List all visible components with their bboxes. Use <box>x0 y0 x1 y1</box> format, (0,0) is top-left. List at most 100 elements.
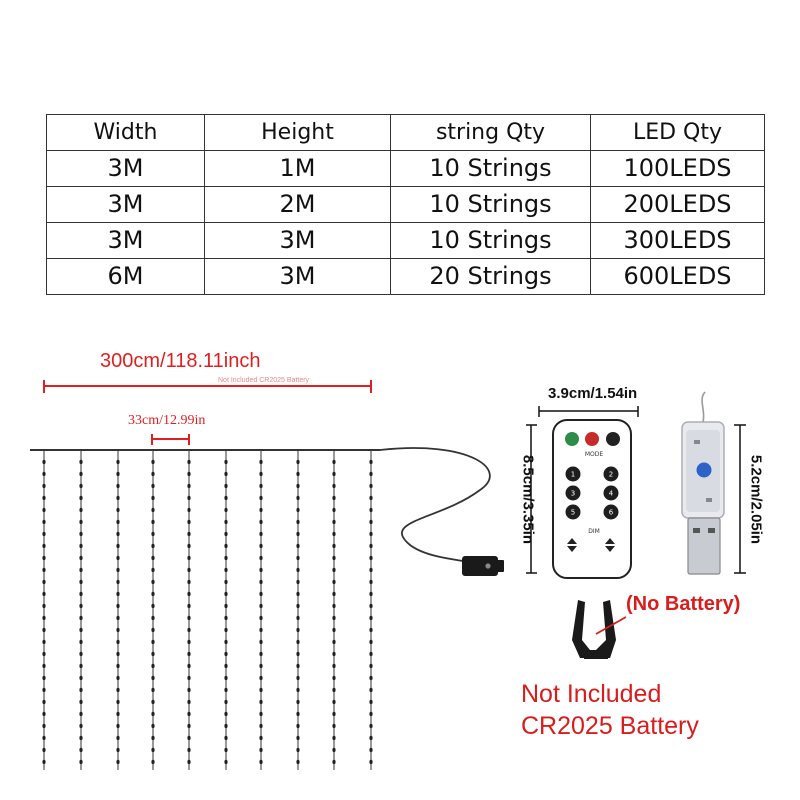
led-bulb <box>332 603 336 609</box>
led-bulb <box>187 627 191 633</box>
led-bulb <box>187 699 191 705</box>
led-bulb <box>369 543 373 549</box>
led-bulb <box>116 471 120 477</box>
led-bulb <box>259 495 263 501</box>
led-bulb <box>296 483 300 489</box>
spec-table: Width Height string Qty LED Qty 3M 1M 10… <box>46 114 765 295</box>
led-bulb <box>42 531 46 537</box>
led-bulb <box>116 543 120 549</box>
table-cell: 2M <box>204 186 391 223</box>
led-bulb <box>79 459 83 465</box>
led-bulb <box>224 651 228 657</box>
led-bulb <box>259 603 263 609</box>
led-bulb <box>296 627 300 633</box>
led-bulb <box>187 711 191 717</box>
led-bulb <box>259 747 263 753</box>
led-bulb <box>296 555 300 561</box>
led-bulb <box>79 483 83 489</box>
led-bulb <box>116 579 120 585</box>
led-bulb <box>224 459 228 465</box>
led-bulb <box>296 495 300 501</box>
led-bulb <box>116 759 120 765</box>
led-bulb <box>116 567 120 573</box>
led-bulb <box>369 615 373 621</box>
led-bulb <box>259 591 263 597</box>
led-bulb <box>187 639 191 645</box>
led-bulb <box>79 675 83 681</box>
usb-button-icon <box>696 462 712 478</box>
led-bulb <box>259 507 263 513</box>
table-cell: 10 Strings <box>390 186 591 223</box>
led-bulb <box>42 567 46 573</box>
led-bulb <box>296 747 300 753</box>
led-bulb <box>151 495 155 501</box>
led-bulb <box>151 543 155 549</box>
led-bulb <box>259 459 263 465</box>
led-bulb <box>259 699 263 705</box>
led-bulb <box>369 639 373 645</box>
led-string <box>296 450 300 770</box>
led-bulb <box>187 483 191 489</box>
led-bulb <box>369 591 373 597</box>
table-cell: 100LEDS <box>590 150 765 187</box>
remote-key-button <box>603 504 619 520</box>
led-bulb <box>116 675 120 681</box>
led-bulb <box>369 747 373 753</box>
led-bulb <box>42 711 46 717</box>
led-string <box>259 450 263 770</box>
led-bulb <box>332 591 336 597</box>
led-bulb <box>369 567 373 573</box>
led-bulb <box>259 651 263 657</box>
led-bulb <box>42 675 46 681</box>
led-bulb <box>116 531 120 537</box>
usb-height-bracket <box>734 424 746 574</box>
led-bulb <box>187 615 191 621</box>
led-bulb <box>151 591 155 597</box>
led-bulb <box>369 603 373 609</box>
led-bulb <box>224 675 228 681</box>
remote-key-button <box>603 466 619 482</box>
dim-arrows <box>567 538 615 552</box>
led-bulb <box>187 579 191 585</box>
width-bracket <box>43 380 372 393</box>
led-bulb <box>151 663 155 669</box>
led-bulb <box>224 471 228 477</box>
led-bulb <box>332 663 336 669</box>
led-bulb <box>79 531 83 537</box>
led-string <box>42 450 46 770</box>
led-bulb <box>187 459 191 465</box>
led-bulb <box>42 471 46 477</box>
led-bulb <box>116 555 120 561</box>
table-cell: 200LEDS <box>590 186 765 223</box>
remote-key-button <box>565 466 581 482</box>
header-height: Height <box>204 114 391 151</box>
led-bulb <box>296 651 300 657</box>
led-bulb <box>187 723 191 729</box>
remote-key-number: 6 <box>609 509 614 517</box>
led-bulb <box>79 495 83 501</box>
led-bulb <box>369 735 373 741</box>
led-bulb <box>296 663 300 669</box>
led-bulb <box>151 759 155 765</box>
led-bulb <box>151 723 155 729</box>
led-bulb <box>187 675 191 681</box>
header-width: Width <box>46 114 205 151</box>
led-bulb <box>296 579 300 585</box>
led-bulb <box>224 759 228 765</box>
led-bulb <box>151 687 155 693</box>
led-bulb <box>151 699 155 705</box>
led-bulb <box>259 639 263 645</box>
led-bulb <box>79 687 83 693</box>
led-string <box>187 450 191 770</box>
led-bulb <box>79 603 83 609</box>
table-row: 3M 2M 10 Strings 200LEDS <box>46 186 765 223</box>
led-bulb <box>296 639 300 645</box>
led-bulb <box>224 531 228 537</box>
led-bulb <box>79 543 83 549</box>
led-bulb <box>224 603 228 609</box>
remote-height-label: 8.5cm/3.35in <box>519 454 537 545</box>
led-bulb <box>187 759 191 765</box>
led-bulb <box>116 483 120 489</box>
led-bulb <box>224 519 228 525</box>
controller-box <box>462 556 504 576</box>
